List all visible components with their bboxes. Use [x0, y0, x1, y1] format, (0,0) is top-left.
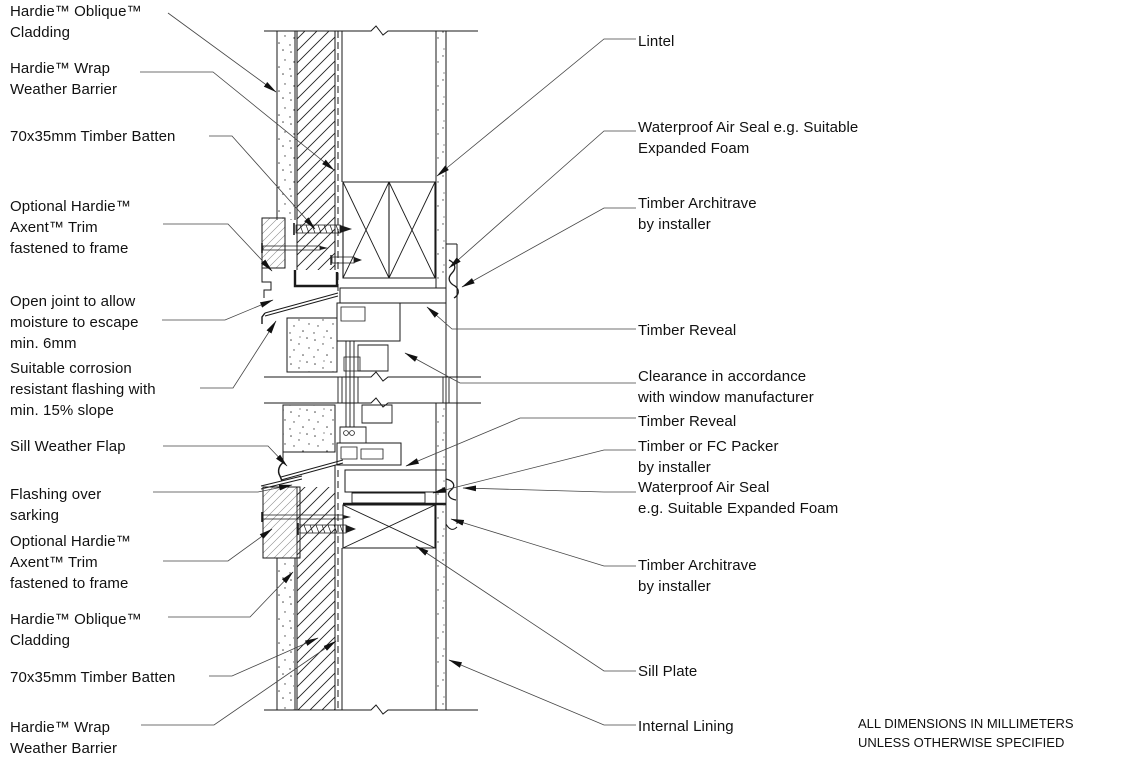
- leader-sarking: [153, 485, 293, 492]
- label-axent-trim-bottom: Optional Hardie™ Axent™ Trim fastened to…: [10, 533, 131, 592]
- label-corrosion-flashing: Suitable corrosion resistant flashing wi…: [10, 360, 156, 419]
- label-hardie-oblique-cladding-bottom: Hardie™ Oblique™ Cladding: [10, 611, 142, 649]
- leader-hardie-oblique-top: [168, 13, 277, 92]
- label-timber-reveal-sill: Timber Reveal: [638, 413, 737, 430]
- label-lintel: Lintel: [638, 33, 675, 50]
- label-axent-trim-top: Optional Hardie™ Axent™ Trim fastened to…: [10, 198, 131, 257]
- leader-sill-flap: [163, 446, 288, 467]
- leader-architrave-head: [461, 208, 636, 287]
- leader-air-seal-sill: [462, 485, 636, 492]
- label-air-seal-sill: Waterproof Air Seal e.g. Suitable Expand…: [638, 479, 839, 517]
- leader-reveal-head: [426, 306, 636, 329]
- leader-lines: [140, 13, 636, 725]
- label-architrave-head: Timber Architrave by installer: [638, 195, 757, 233]
- label-timber-batten-bottom: 70x35mm Timber Batten: [10, 669, 176, 686]
- dimensions-note: ALL DIMENSIONS IN MILLIMETERS UNLESS OTH…: [858, 716, 1074, 750]
- label-internal-lining: Internal Lining: [638, 718, 734, 735]
- leader-wrap-bottom: [141, 641, 337, 725]
- leader-air-seal-head: [448, 131, 636, 269]
- label-packer: Timber or FC Packer by installer: [638, 438, 779, 476]
- label-sill-plate: Sill Plate: [638, 663, 698, 680]
- leader-oblique-bottom: [168, 571, 294, 617]
- label-hardie-wrap-bottom: Hardie™ Wrap Weather Barrier: [10, 719, 118, 757]
- leader-wrap-top: [140, 72, 335, 171]
- air-seal-sill-squiggle: [446, 479, 456, 500]
- leader-packer: [432, 450, 636, 493]
- lintel-box: [343, 182, 435, 278]
- leader-open-joint: [162, 300, 274, 320]
- window-head-detail: [262, 218, 458, 377]
- label-timber-batten-top: 70x35mm Timber Batten: [10, 128, 176, 145]
- leader-internal-lining: [448, 660, 636, 725]
- wall-section-bottom: [264, 403, 478, 714]
- mid-break: [264, 372, 481, 407]
- sill-weather-flap-shape: [279, 462, 284, 481]
- leader-clearance: [404, 353, 636, 383]
- leader-architrave-sill: [450, 519, 636, 566]
- leader-reveal-sill: [405, 418, 636, 466]
- label-timber-reveal-head: Timber Reveal: [638, 322, 737, 339]
- label-sill-weather-flap: Sill Weather Flap: [10, 438, 126, 455]
- leader-axent-bottom: [163, 529, 273, 561]
- leader-lintel: [436, 39, 636, 177]
- leader-corrosion-flashing: [200, 320, 276, 388]
- break-line-top: [264, 26, 478, 35]
- leader-batten-bottom: [209, 638, 319, 676]
- window-sill-detail: [261, 403, 457, 558]
- leader-sill-plate: [415, 546, 636, 671]
- label-hardie-oblique-cladding-top: Hardie™ Oblique™ Cladding: [10, 3, 142, 41]
- label-flashing-over-sarking: Flashing over sarking: [10, 486, 102, 524]
- label-architrave-sill: Timber Architrave by installer: [638, 557, 757, 595]
- label-air-seal-head: Waterproof Air Seal e.g. Suitable Expand…: [638, 119, 859, 157]
- break-line-bottom: [264, 705, 478, 714]
- label-hardie-wrap-top: Hardie™ Wrap Weather Barrier: [10, 60, 118, 98]
- wall-section-top: [264, 26, 478, 292]
- label-clearance: Clearance in accordance with window manu…: [638, 368, 814, 406]
- label-open-joint: Open joint to allow moisture to escape m…: [10, 293, 139, 352]
- leader-axent-top: [163, 224, 273, 272]
- leader-batten-top: [209, 136, 316, 230]
